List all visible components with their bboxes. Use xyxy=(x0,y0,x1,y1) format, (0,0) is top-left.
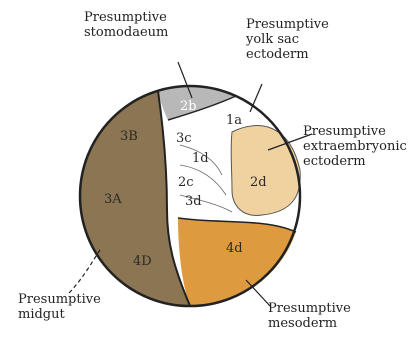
cell-label-3A: 3A xyxy=(104,192,122,207)
cell-label-2b: 2b xyxy=(180,99,197,114)
cell-label-2c: 2c xyxy=(178,175,194,190)
label-presumptive-stomodaeum: Presumptive stomodaeum xyxy=(84,10,168,40)
cell-label-3B: 3B xyxy=(120,129,138,144)
label-presumptive-yolk-sac-ectoderm: Presumptive yolk sac ectoderm xyxy=(246,17,329,62)
cell-label-1a: 1a xyxy=(226,113,242,128)
leader-midgut xyxy=(68,250,100,294)
cell-label-1d: 1d xyxy=(192,151,209,166)
cell-label-2d: 2d xyxy=(250,175,267,190)
cell-label-4d: 4d xyxy=(226,241,243,256)
region-extraembryonic-ectoderm xyxy=(231,126,300,216)
cell-label-4D: 4D xyxy=(133,254,152,269)
cell-label-3d: 3d xyxy=(185,194,202,209)
label-presumptive-mesoderm: Presumptive mesoderm xyxy=(268,301,351,331)
label-presumptive-extraembryonic-ectoderm: Presumptive extraembryonic ectoderm xyxy=(303,124,407,169)
label-presumptive-midgut: Presumptive midgut xyxy=(18,292,101,322)
cell-label-3c: 3c xyxy=(176,131,192,146)
